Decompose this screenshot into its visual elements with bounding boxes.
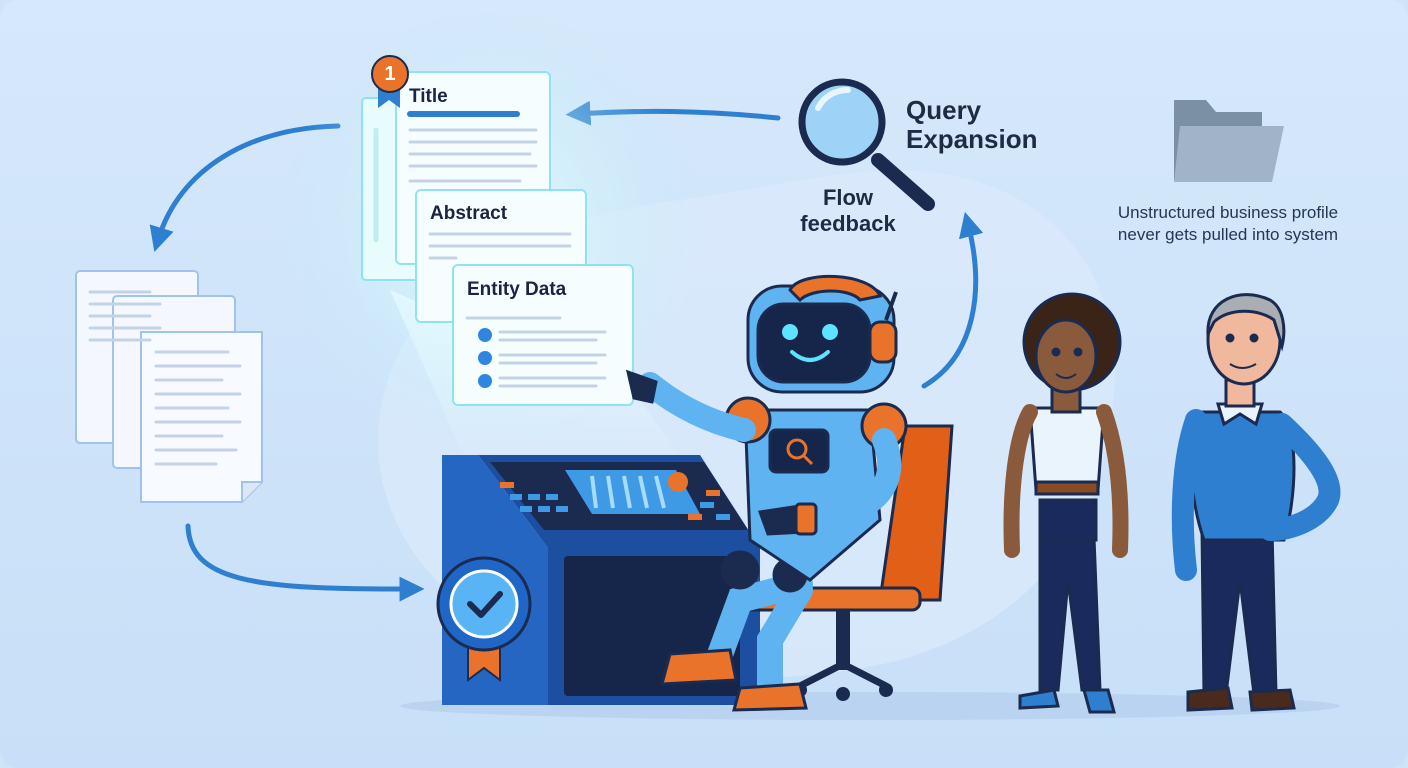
entity-data-card <box>452 264 634 406</box>
document-stack <box>75 270 263 503</box>
rank-number: 1 <box>384 63 396 85</box>
arrow-docs-to-badge <box>185 523 425 602</box>
entity-data-card-label: Entity Data <box>467 279 567 300</box>
verified-seal-icon <box>436 556 532 682</box>
rank-badge-icon <box>371 55 409 108</box>
man-character <box>1171 293 1341 712</box>
folder-icon <box>1174 100 1284 182</box>
abstract-card-label: Abstract <box>430 203 508 224</box>
unstructured-profile-note: Unstructured business profile never gets… <box>1117 203 1339 244</box>
woman-character <box>1003 292 1129 714</box>
office-chair <box>738 424 954 701</box>
flow-feedback-label: Flow feedback <box>800 185 896 236</box>
query-expansion-label: Query Expansion <box>906 95 1038 154</box>
magnifier-icon <box>798 78 935 211</box>
title-card-label: Title <box>409 86 448 107</box>
robot-character <box>625 274 908 712</box>
arrow-robot-to-query <box>921 211 984 389</box>
